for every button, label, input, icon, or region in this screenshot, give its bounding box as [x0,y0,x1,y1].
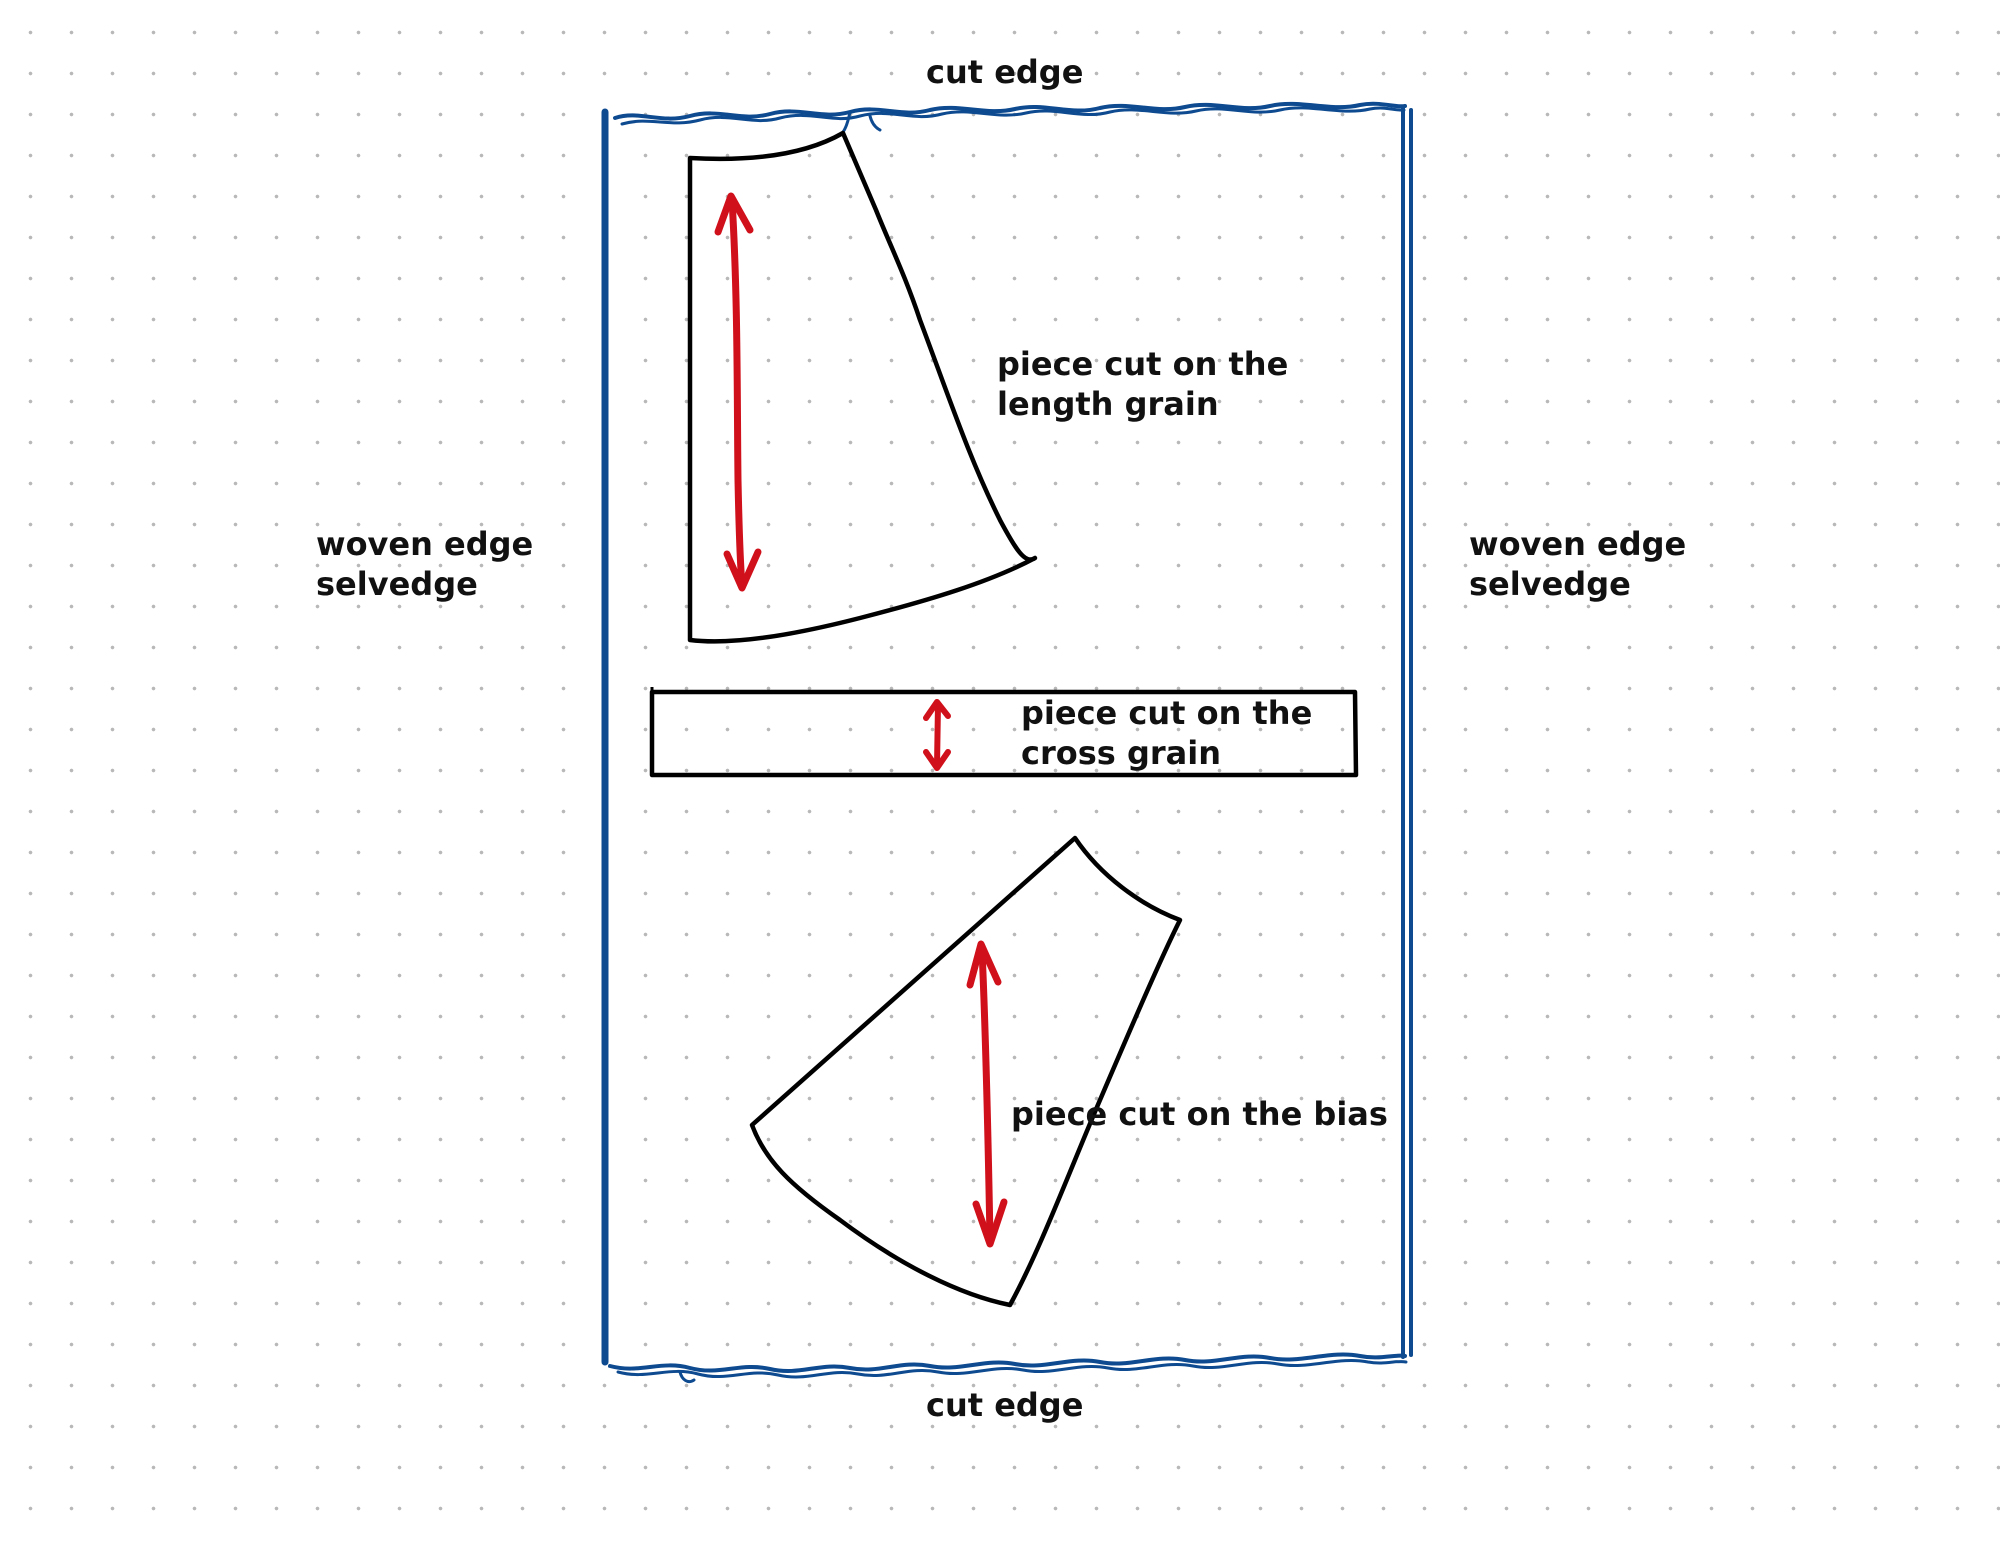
cut-edge-bottom-text: cut edge [926,1386,1084,1424]
length-grain-line1: piece cut on the [997,345,1289,383]
selvedge-left-line1: woven edge [316,525,534,563]
selvedge-right-label: woven edge selvedge [1469,524,1686,604]
cut-edge-top [613,101,1407,134]
pattern-piece-cross-grain [649,687,1359,778]
cross-grain-label: piece cut on the cross grain [1021,693,1312,773]
length-grain-arrow [714,192,762,592]
selvedge-right-edge [1401,106,1413,1359]
cross-grain-piece-outline [649,689,1359,778]
pattern-piece-bias [749,835,1183,1308]
selvedge-left-line2: selvedge [316,565,478,603]
cut-edge-top-label: cut edge [926,52,1083,92]
cut-edge-bottom-label: cut edge [926,1385,1083,1425]
fabric-piece [601,101,1413,1384]
cut-edge-top-text: cut edge [926,53,1084,91]
bias-text: piece cut on the bias [1011,1095,1388,1133]
pattern-piece-length-grain [687,130,1038,644]
bias-piece-outline [749,835,1183,1308]
cross-grain-line1: piece cut on the [1021,694,1313,732]
bias-arrow [966,940,1008,1248]
cross-grain-arrow [923,699,951,771]
length-grain-line2: length grain [997,385,1219,423]
length-grain-piece-outline [687,130,1038,644]
length-grain-label: piece cut on the length grain [997,344,1288,424]
selvedge-right-line1: woven edge [1469,525,1687,563]
bias-label: piece cut on the bias [1011,1094,1388,1134]
selvedge-right-line2: selvedge [1469,565,1631,603]
selvedge-left-label: woven edge selvedge [316,524,533,604]
cut-edge-bottom [608,1352,1408,1384]
cross-grain-line2: cross grain [1021,734,1221,772]
